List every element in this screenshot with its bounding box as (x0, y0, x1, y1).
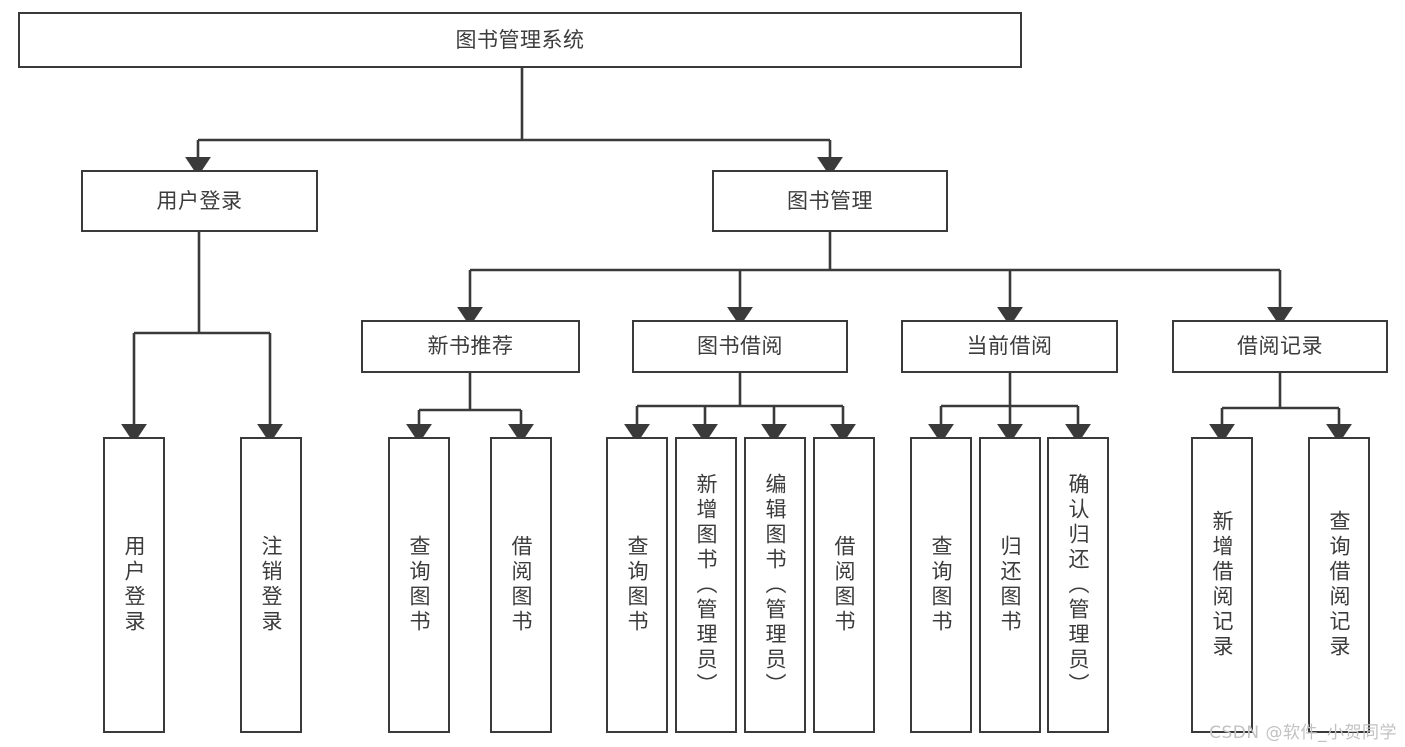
node-book-manage-label: 图书管理 (787, 188, 873, 213)
csdn-watermark: CSDN @软件_小贺同学 (1209, 723, 1397, 743)
leaf-return-book[interactable]: 归还图书 (979, 437, 1041, 733)
leaf-query-book-3-label: 查询图书 (929, 535, 954, 635)
leaf-borrow-book-1[interactable]: 借阅图书 (490, 437, 552, 733)
leaf-add-borrow-record-label: 新增借阅记录 (1210, 510, 1235, 660)
leaf-add-borrow-record[interactable]: 新增借阅记录 (1191, 437, 1253, 733)
node-new-book-recommend-label: 新书推荐 (427, 334, 514, 359)
node-book-borrow-label: 图书借阅 (697, 334, 783, 359)
leaf-add-book-label: 新增图书（管理员） (694, 472, 719, 698)
leaf-borrow-book-1-label: 借阅图书 (509, 535, 534, 635)
leaf-confirm-return-label: 确认归还（管理员） (1066, 472, 1091, 698)
leaf-borrow-book-2[interactable]: 借阅图书 (813, 437, 875, 733)
leaf-query-book-1-label: 查询图书 (407, 535, 432, 635)
leaf-query-borrow-record-label: 查询借阅记录 (1327, 510, 1352, 660)
leaf-user-login[interactable]: 用户登录 (103, 437, 165, 733)
node-book-borrow[interactable]: 图书借阅 (632, 320, 848, 373)
leaf-borrow-book-2-label: 借阅图书 (832, 535, 857, 635)
node-current-borrow-label: 当前借阅 (966, 334, 1053, 359)
node-user-login[interactable]: 用户登录 (81, 170, 318, 232)
leaf-edit-book-label: 编辑图书（管理员） (763, 472, 788, 698)
node-new-book-recommend[interactable]: 新书推荐 (361, 320, 580, 373)
leaf-query-borrow-record[interactable]: 查询借阅记录 (1308, 437, 1370, 733)
node-user-login-label: 用户登录 (156, 188, 243, 213)
leaf-user-logout[interactable]: 注销登录 (240, 437, 302, 733)
node-borrow-record-label: 借阅记录 (1237, 334, 1323, 359)
node-current-borrow[interactable]: 当前借阅 (901, 320, 1118, 373)
leaf-confirm-return[interactable]: 确认归还（管理员） (1047, 437, 1109, 733)
leaf-query-book-2-label: 查询图书 (625, 535, 650, 635)
node-root[interactable]: 图书管理系统 (18, 12, 1022, 68)
node-borrow-record[interactable]: 借阅记录 (1172, 320, 1388, 373)
node-book-manage[interactable]: 图书管理 (712, 170, 948, 232)
leaf-user-login-label: 用户登录 (122, 535, 147, 635)
leaf-user-logout-label: 注销登录 (259, 535, 284, 635)
leaf-query-book-1[interactable]: 查询图书 (388, 437, 450, 733)
leaf-add-book[interactable]: 新增图书（管理员） (675, 437, 737, 733)
leaf-edit-book[interactable]: 编辑图书（管理员） (744, 437, 806, 733)
leaf-return-book-label: 归还图书 (998, 535, 1023, 635)
leaf-query-book-3[interactable]: 查询图书 (910, 437, 972, 733)
node-root-label: 图书管理系统 (455, 27, 585, 52)
leaf-query-book-2[interactable]: 查询图书 (606, 437, 668, 733)
